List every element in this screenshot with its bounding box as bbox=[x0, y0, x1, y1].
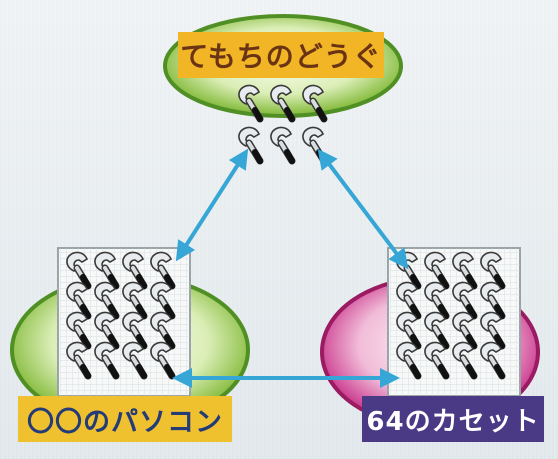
left-node-label: 〇〇のパソコン bbox=[18, 396, 232, 442]
arrow-top-left bbox=[175, 148, 249, 262]
top-node-label: てもちのどうぐ bbox=[178, 32, 384, 78]
right-node-label: 64のカセット bbox=[362, 396, 544, 442]
left-storage-box bbox=[57, 247, 191, 397]
right-storage-box bbox=[387, 247, 521, 397]
arrow-top-right bbox=[317, 148, 409, 270]
transfer-arrows bbox=[172, 148, 409, 388]
